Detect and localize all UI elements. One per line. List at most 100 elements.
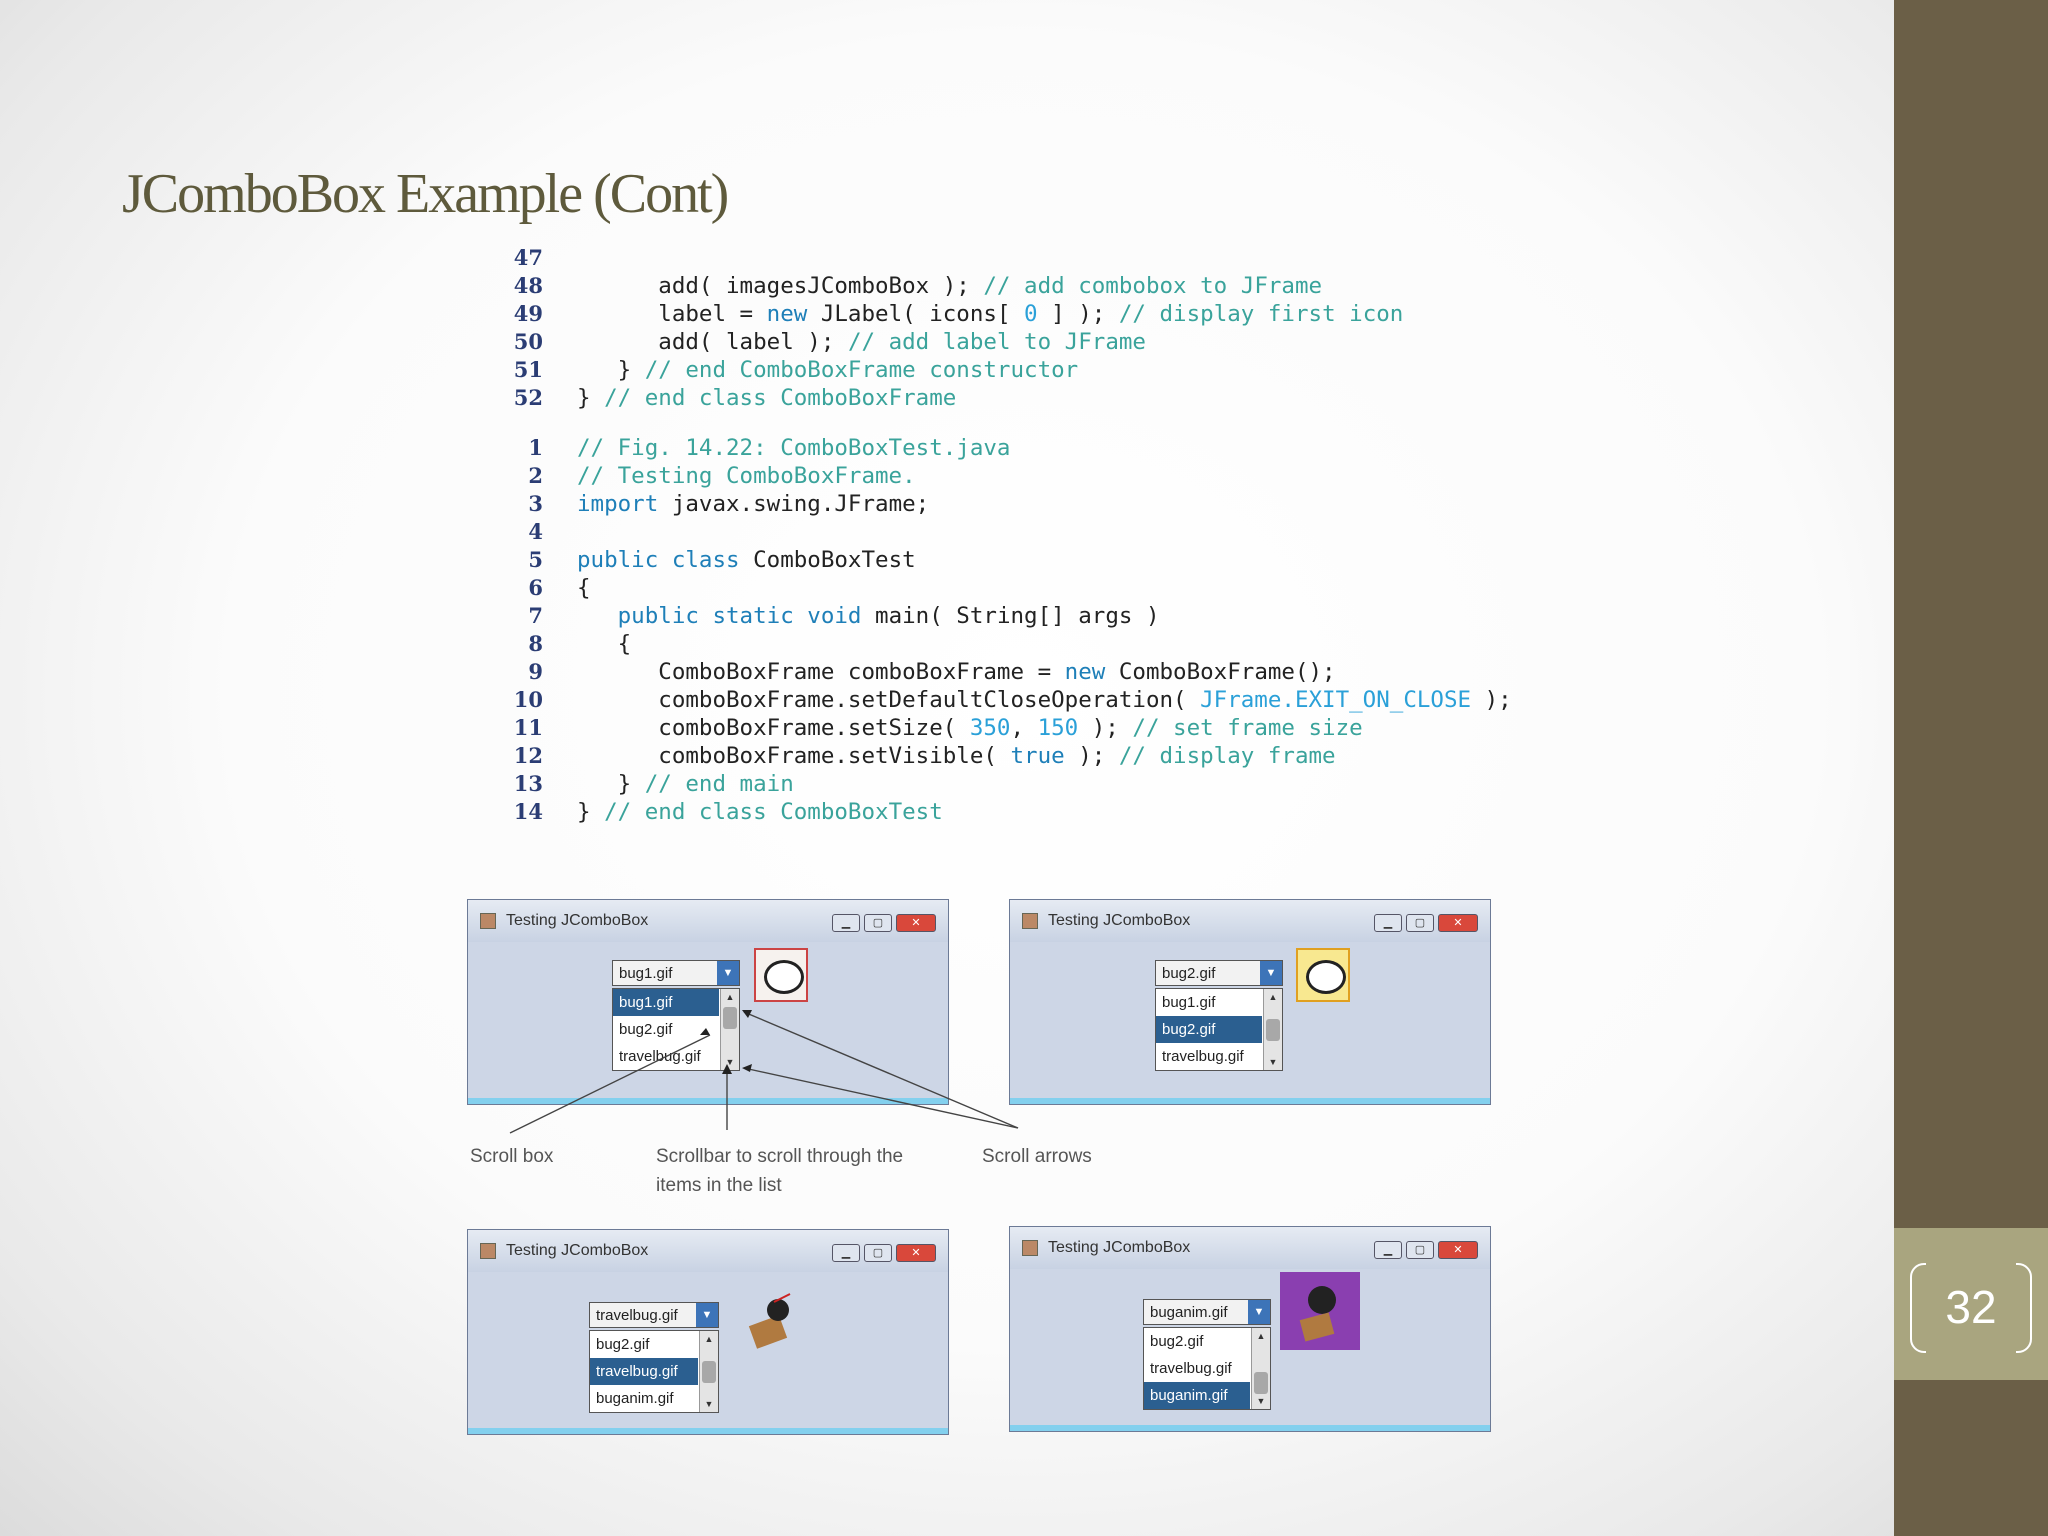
code-text: label = new JLabel( icons[ 0 ] ); // dis…	[577, 301, 1404, 327]
window-title: Testing JComboBox	[1048, 912, 1191, 929]
code-text: public class ComboBoxTest	[577, 547, 916, 573]
slide-number-bracket	[1910, 1262, 2032, 1354]
maximize-button[interactable]: ▢	[1406, 914, 1434, 932]
line-number: 9	[528, 659, 543, 684]
line-number: 14	[513, 799, 543, 824]
scrollbar[interactable]: ▲▼	[1251, 1328, 1270, 1409]
line-number: 48	[513, 273, 543, 298]
app-icon	[480, 913, 496, 929]
scrollbar[interactable]: ▲▼	[1263, 989, 1282, 1070]
scroll-down-arrow-icon[interactable]: ▼	[1268, 1057, 1278, 1067]
line-number: 6	[528, 575, 543, 600]
combo-box[interactable]: bug1.gif▼	[612, 960, 740, 986]
list-item[interactable]: travelbug.gif	[1162, 1048, 1244, 1065]
code-text: } // end class ComboBoxTest	[577, 799, 943, 825]
line-number: 52	[513, 385, 543, 410]
line-number: 4	[528, 519, 543, 544]
close-button[interactable]: ✕	[896, 1244, 936, 1262]
scroll-down-arrow-icon[interactable]: ▼	[725, 1057, 735, 1067]
line-number: 11	[513, 715, 543, 740]
scroll-thumb[interactable]	[1266, 1019, 1280, 1041]
list-item[interactable]: bug2.gif	[1156, 1016, 1262, 1043]
bug2-image	[1296, 948, 1350, 1002]
scroll-down-arrow-icon[interactable]: ▼	[704, 1399, 714, 1409]
scroll-up-arrow-icon[interactable]: ▲	[704, 1334, 714, 1344]
maximize-button[interactable]: ▢	[864, 914, 892, 932]
code-text: add( imagesJComboBox ); // add combobox …	[577, 273, 1323, 299]
buganim-icon	[1299, 1286, 1336, 1342]
combo-selected: travelbug.gif	[596, 1307, 678, 1324]
line-number: 3	[528, 491, 543, 516]
buganim-image	[1280, 1272, 1360, 1350]
window-title: Testing JComboBox	[506, 912, 649, 929]
list-item[interactable]: bug2.gif	[619, 1021, 673, 1038]
list-item[interactable]: bug1.gif	[613, 989, 719, 1016]
combo-selected: buganim.gif	[1150, 1304, 1228, 1321]
line-number: 51	[513, 357, 543, 382]
window-buganim: Testing JComboBox ▁▢✕ buganim.gif ▼ bug2.…	[1009, 1226, 1491, 1432]
line-number: 7	[528, 603, 543, 628]
close-button[interactable]: ✕	[1438, 914, 1478, 932]
dropdown-arrow-icon[interactable]: ▼	[717, 961, 739, 985]
line-number: 13	[513, 771, 543, 796]
line-number: 10	[513, 687, 543, 712]
maximize-button[interactable]: ▢	[864, 1244, 892, 1262]
scrollbar[interactable]: ▲▼	[720, 989, 739, 1070]
bug1-image	[754, 948, 808, 1002]
scroll-down-arrow-icon[interactable]: ▼	[1256, 1396, 1266, 1406]
close-button[interactable]: ✕	[896, 914, 936, 932]
list-item[interactable]: buganim.gif	[596, 1390, 674, 1407]
minimize-button[interactable]: ▁	[1374, 914, 1402, 932]
scroll-up-arrow-icon[interactable]: ▲	[1268, 992, 1278, 1002]
maximize-button[interactable]: ▢	[1406, 1241, 1434, 1259]
window-bug2: Testing JComboBox ▁▢✕ bug2.gif▼ bug1.gif…	[1009, 899, 1491, 1105]
close-button[interactable]: ✕	[1438, 1241, 1478, 1259]
list-item[interactable]: travelbug.gif	[619, 1048, 701, 1065]
scroll-up-arrow-icon[interactable]: ▲	[1256, 1331, 1266, 1341]
list-item[interactable]: bug2.gif	[596, 1336, 650, 1353]
dropdown-arrow-icon[interactable]: ▼	[1260, 961, 1282, 985]
code-text: comboBoxFrame.setDefaultCloseOperation( …	[577, 687, 1512, 713]
code-text: } // end class ComboBoxFrame	[577, 385, 957, 411]
title-bar: Testing JComboBox ▁▢✕	[468, 900, 948, 942]
callout-scrollbar-line2: items in the list	[656, 1175, 782, 1196]
minimize-button[interactable]: ▁	[832, 1244, 860, 1262]
slide-number: 32	[1945, 1281, 1997, 1333]
dropdown-arrow-icon[interactable]: ▼	[696, 1303, 718, 1327]
combo-box[interactable]: bug2.gif▼	[1155, 960, 1283, 986]
callout-scrollbar-line1: Scrollbar to scroll through the	[656, 1146, 904, 1167]
app-icon	[1022, 1240, 1038, 1256]
title-bar: Testing JComboBox ▁▢✕	[1010, 1227, 1490, 1269]
scroll-thumb[interactable]	[702, 1361, 716, 1383]
window-title: Testing JComboBox	[506, 1242, 649, 1259]
scroll-up-arrow-icon[interactable]: ▲	[725, 992, 735, 1002]
scrollbar[interactable]: ▲▼	[699, 1331, 718, 1412]
minimize-button[interactable]: ▁	[1374, 1241, 1402, 1259]
list-item[interactable]: bug2.gif	[1150, 1333, 1204, 1350]
dropdown-arrow-icon[interactable]: ▼	[1248, 1300, 1270, 1324]
list-item[interactable]: travelbug.gif	[1150, 1360, 1232, 1377]
list-item[interactable]: travelbug.gif	[590, 1358, 698, 1385]
combo-box[interactable]: buganim.gif ▼	[1143, 1299, 1271, 1325]
window-title: Testing JComboBox	[1048, 1239, 1191, 1256]
title-bar: Testing JComboBox ▁▢✕	[468, 1230, 948, 1272]
list-item[interactable]: buganim.gif	[1144, 1382, 1250, 1409]
title-bar: Testing JComboBox ▁▢✕	[1010, 900, 1490, 942]
line-number: 49	[513, 301, 543, 326]
slide-title: JComboBox Example (Cont)	[122, 163, 729, 225]
scroll-thumb[interactable]	[723, 1007, 737, 1029]
combo-box[interactable]: travelbug.gif ▼	[589, 1302, 719, 1328]
travelbug-image	[744, 1292, 794, 1349]
scroll-thumb[interactable]	[1254, 1372, 1268, 1394]
app-icon	[480, 1243, 496, 1259]
code-text: } // end ComboBoxFrame constructor	[577, 357, 1079, 383]
code-text: comboBoxFrame.setVisible( true ); // dis…	[577, 743, 1336, 769]
minimize-button[interactable]: ▁	[832, 914, 860, 932]
code-text: comboBoxFrame.setSize( 350, 150 ); // se…	[577, 715, 1363, 741]
code-text: import javax.swing.JFrame;	[577, 491, 930, 517]
list-item[interactable]: bug1.gif	[1162, 994, 1216, 1011]
